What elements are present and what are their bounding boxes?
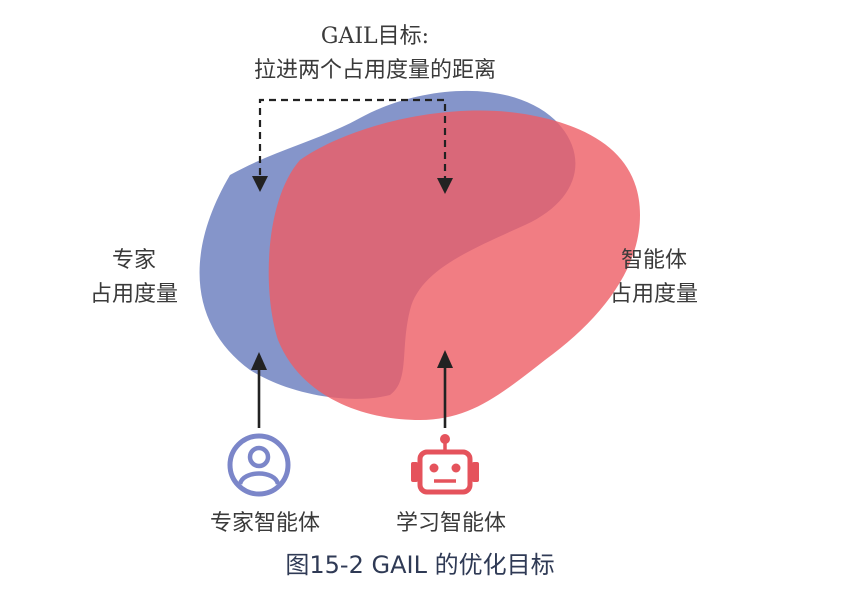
expert-occupancy-label: 专家 占用度量	[74, 244, 194, 312]
dashed-bracket	[258, 98, 447, 178]
agent-occupancy-blob	[268, 110, 640, 420]
title-line-2: 拉进两个占用度量的距离	[253, 58, 496, 83]
learning-agent-label: 学习智能体	[395, 511, 506, 536]
expert-arrowhead	[251, 352, 267, 370]
figure-caption: 图15-2 GAIL 的优化目标	[285, 551, 555, 579]
agent-occupancy-label: 智能体 占用度量	[594, 244, 714, 312]
agent-occupancy-line-2: 占用度量	[609, 282, 698, 307]
learning-arrowhead	[437, 350, 453, 368]
dashed-arrowhead-left	[252, 176, 268, 192]
expert-occupancy-line-2: 占用度量	[89, 282, 178, 307]
person-icon	[227, 433, 291, 497]
expert-agent-label: 专家智能体	[209, 511, 320, 536]
title-line-1: GAIL目标:	[320, 24, 430, 49]
agent-occupancy-line-1: 智能体	[620, 248, 687, 273]
robot-icon	[411, 434, 479, 495]
dashed-arrowhead-right	[437, 178, 453, 194]
expert-occupancy-line-1: 专家	[111, 248, 156, 273]
